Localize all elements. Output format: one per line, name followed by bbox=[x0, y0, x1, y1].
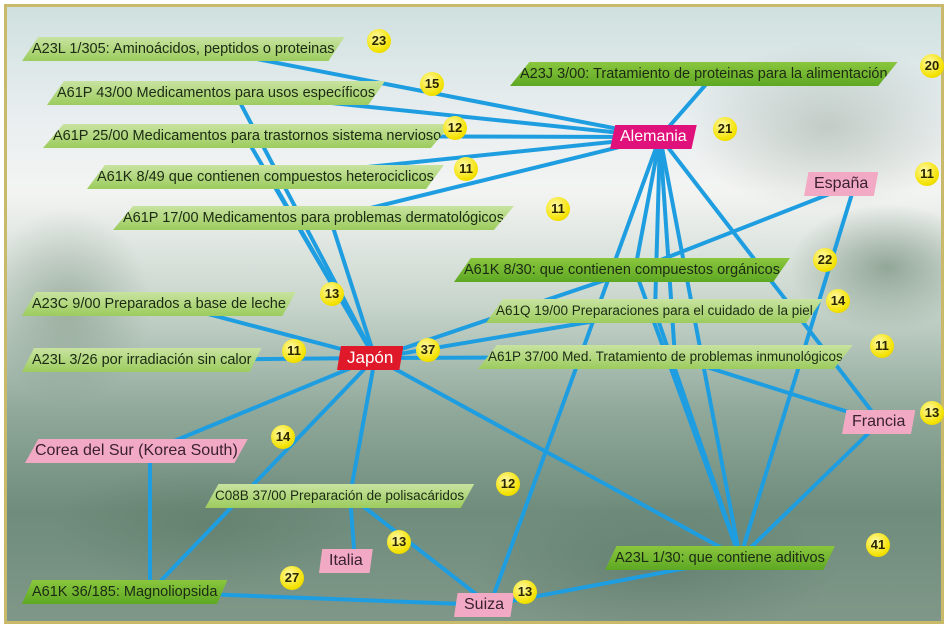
node-label: A61P 43/00 Medicamentos para usos especí… bbox=[57, 85, 376, 101]
count-badge-a61q-19-00: 14 bbox=[826, 289, 850, 313]
count-badge-francia: 13 bbox=[920, 401, 944, 425]
node-suiza: Suiza bbox=[454, 593, 515, 617]
node-a23l-1-30: A23L 1/30: que contiene aditivos bbox=[605, 546, 835, 570]
count-badge-japon: 37 bbox=[416, 338, 440, 362]
node-a61p-43-00: A61P 43/00 Medicamentos para usos especí… bbox=[47, 81, 386, 105]
node-label: A23L 3/26 por irradiación sin calor bbox=[32, 352, 252, 368]
node-label: A61P 25/00 Medicamentos para trastornos … bbox=[53, 128, 442, 144]
node-corea: Corea del Sur (Korea South) bbox=[25, 439, 248, 463]
node-label: A23C 9/00 Preparados a base de leche bbox=[32, 296, 286, 312]
node-label: Japón bbox=[347, 348, 394, 367]
node-label: A61P 17/00 Medicamentos para problemas d… bbox=[123, 210, 504, 226]
edge-a61p17_00-alemania bbox=[328, 135, 662, 220]
count-badge-a61k-36-185: 27 bbox=[280, 566, 304, 590]
count-badge-a61k-8-30: 22 bbox=[813, 248, 837, 272]
edge-japon-a23l1_30 bbox=[373, 356, 742, 560]
node-a61p-17-00: A61P 17/00 Medicamentos para problemas d… bbox=[113, 206, 514, 230]
node-a61p-37-00: A61P 37/00 Med. Tratamiento de problemas… bbox=[478, 345, 853, 369]
edge-c08b37_00-suiza bbox=[348, 494, 492, 607]
node-a61k-8-49: A61K 8/49 que contienen compuestos heter… bbox=[87, 165, 444, 189]
node-label: A61K 8/30: que contienen compuestos orgá… bbox=[464, 262, 780, 278]
count-badge-corea: 14 bbox=[271, 425, 295, 449]
node-a23l-3-26: A23L 3/26 por irradiación sin calor bbox=[22, 348, 262, 372]
edge-espana-a61k8_30 bbox=[633, 182, 857, 272]
count-badge-suiza: 13 bbox=[513, 580, 537, 604]
node-label: A23J 3/00: Tratamiento de proteinas para… bbox=[520, 66, 888, 82]
node-label: A61K 36/185: Magnoliopsida bbox=[32, 584, 218, 600]
node-label: Francia bbox=[852, 413, 906, 430]
node-label: A61P 37/00 Med. Tratamiento de problemas… bbox=[488, 349, 843, 364]
edge-alemania-a61q19_00 bbox=[653, 135, 662, 313]
edge-alemania-a61k8_30 bbox=[633, 135, 662, 272]
node-label: A23L 1/305: Aminoácidos, peptidos o prot… bbox=[32, 41, 335, 57]
count-badge-a23l-1-305: 23 bbox=[367, 29, 391, 53]
node-a23l-1-305: A23L 1/305: Aminoácidos, peptidos o prot… bbox=[22, 37, 345, 61]
edge-a61k8_49-japon bbox=[268, 175, 377, 360]
count-badge-a61p-43-00: 15 bbox=[420, 72, 444, 96]
edge-japon-c08b37_00 bbox=[348, 356, 377, 498]
edge-espana-a23l1_30 bbox=[738, 182, 857, 560]
edge-francia-a23l1_30 bbox=[738, 420, 882, 560]
node-a61q-19-00: A61Q 19/00 Preparaciones para el cuidado… bbox=[486, 299, 823, 323]
count-badge-alemania: 21 bbox=[713, 117, 737, 141]
node-label: A61K 8/49 que contienen compuestos heter… bbox=[97, 169, 434, 185]
node-a23j-3-00: A23J 3/00: Tratamiento de proteinas para… bbox=[510, 62, 898, 86]
edge-alemania-suiza bbox=[488, 135, 662, 607]
node-c08b-37-00: C08B 37/00 Preparación de polisacáridos bbox=[205, 484, 475, 508]
count-badge-a23c-9-00: 13 bbox=[320, 282, 344, 306]
node-espana: España bbox=[804, 172, 879, 196]
node-label: Alemania bbox=[620, 128, 687, 145]
node-francia: Francia bbox=[842, 410, 916, 434]
node-a23c-9-00: A23C 9/00 Preparados a base de leche bbox=[22, 292, 296, 316]
node-alemania: Alemania bbox=[610, 125, 697, 149]
node-label: A61Q 19/00 Preparaciones para el cuidado… bbox=[496, 303, 813, 318]
edge-japon-corea bbox=[148, 356, 377, 453]
count-badge-a23j-3-00: 20 bbox=[920, 54, 944, 78]
count-badge-a61p-17-00: 11 bbox=[546, 197, 570, 221]
count-badge-c08b-37-00: 12 bbox=[496, 472, 520, 496]
node-a61k-8-30: A61K 8/30: que contienen compuestos orgá… bbox=[454, 258, 790, 282]
node-label: España bbox=[814, 175, 869, 192]
count-badge-a23l-3-26: 11 bbox=[282, 339, 306, 363]
count-badge-a61k-8-49: 11 bbox=[454, 157, 478, 181]
count-badge-a23l-1-30: 41 bbox=[866, 533, 890, 557]
node-italia: Italia bbox=[319, 549, 373, 573]
node-label: Corea del Sur (Korea South) bbox=[35, 442, 238, 459]
node-label: A23L 1/30: que contiene aditivos bbox=[615, 550, 825, 566]
edge-a61p17_00-japon bbox=[328, 216, 377, 360]
count-badge-italia: 13 bbox=[387, 530, 411, 554]
node-label: C08B 37/00 Preparación de polisacáridos bbox=[215, 488, 465, 503]
node-japon: Japón bbox=[337, 346, 404, 370]
node-label: Suiza bbox=[464, 596, 505, 613]
edge-japon-a61k36_185 bbox=[148, 356, 377, 594]
node-a61k-36-185: A61K 36/185: Magnoliopsida bbox=[22, 580, 228, 604]
node-label: Italia bbox=[329, 552, 363, 569]
count-badge-espana: 11 bbox=[915, 162, 939, 186]
count-badge-a61p-37-00: 11 bbox=[870, 334, 894, 358]
node-a61p-25-00: A61P 25/00 Medicamentos para trastornos … bbox=[43, 124, 452, 148]
count-badge-a61p-25-00: 12 bbox=[443, 116, 467, 140]
